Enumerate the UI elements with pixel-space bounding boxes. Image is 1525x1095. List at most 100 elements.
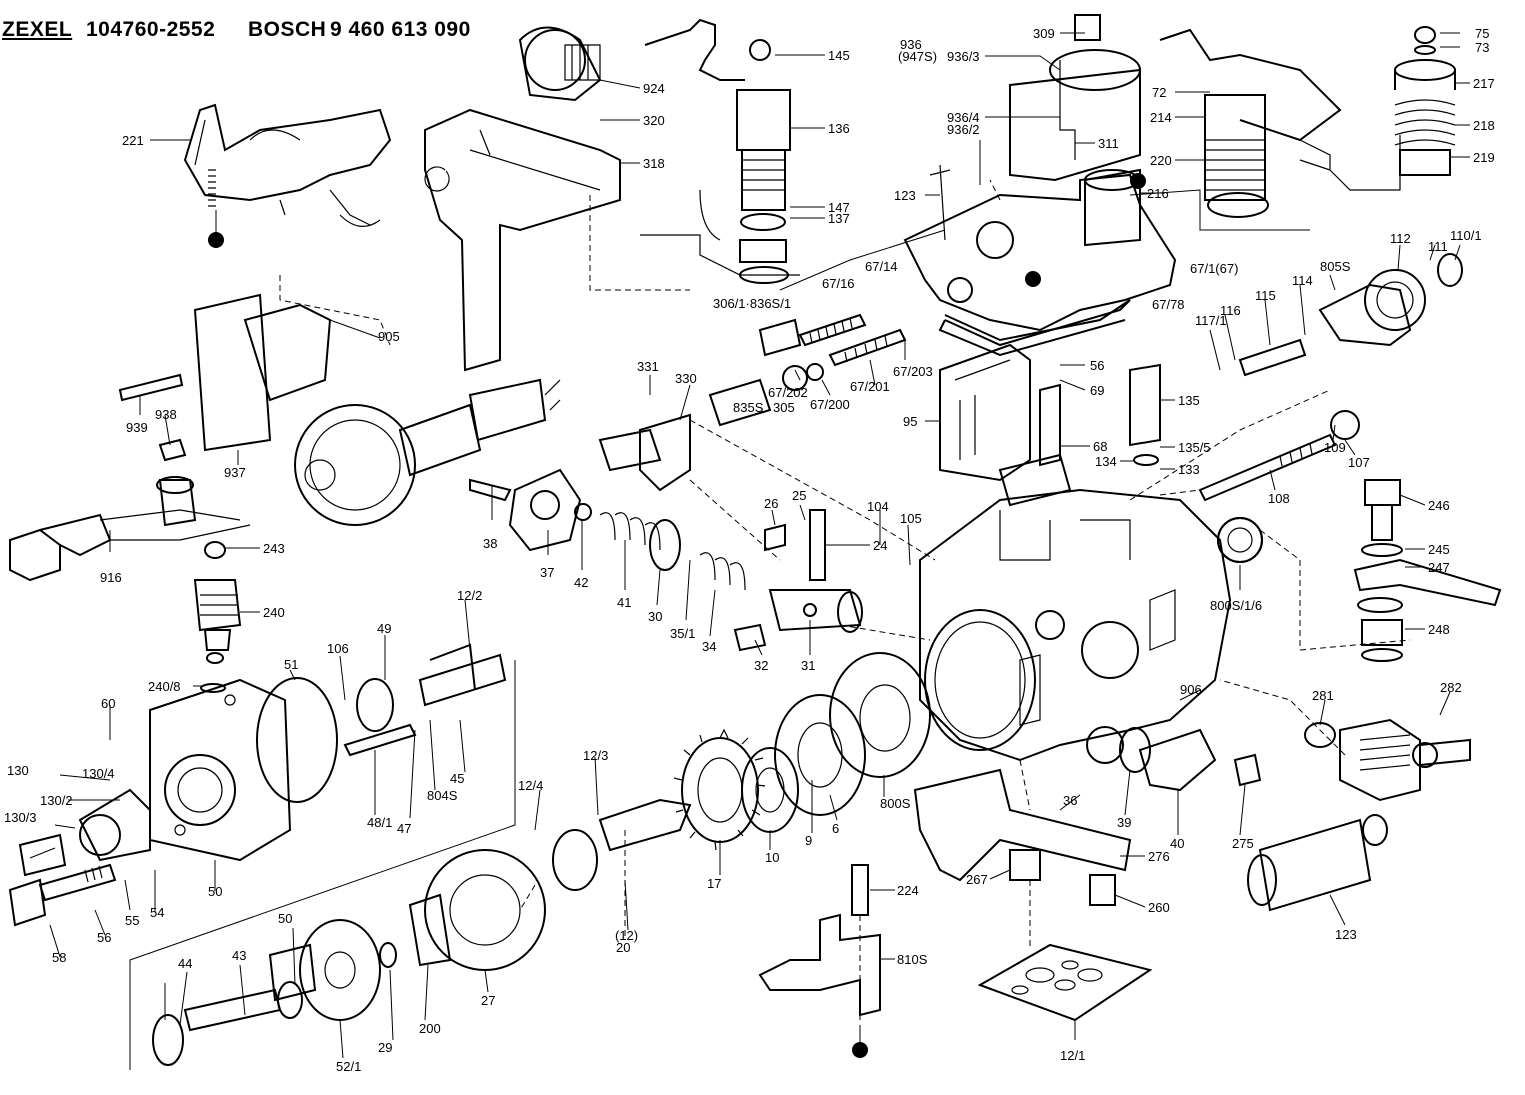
- callout-label: 221: [122, 133, 144, 148]
- callout-label: 44: [178, 956, 192, 971]
- frame-lines: [129, 140, 1310, 1070]
- solenoid-136: [640, 39, 800, 284]
- callout-label: 117/1: [1195, 313, 1227, 328]
- callout-label: 318: [643, 156, 665, 171]
- callout-label: 6: [832, 821, 839, 836]
- callout-label: 936/3: [947, 49, 980, 64]
- callout-label: 49: [377, 621, 391, 636]
- callout-label: 800S: [880, 796, 911, 811]
- hydraulic-head-50: [149, 677, 338, 862]
- bracket-224: [758, 864, 881, 1017]
- callout-label: 48/1: [367, 815, 392, 830]
- spring-column: [1394, 26, 1456, 176]
- marker-dot: [208, 232, 224, 248]
- callout-label: 800S/1/6: [1210, 598, 1262, 613]
- solid-markers: [208, 173, 1146, 1058]
- actuator-905: [118, 293, 561, 526]
- header-brand-zexel: ZEXEL: [2, 18, 73, 41]
- assembly-lines: [279, 179, 1411, 1020]
- callout-label: 267: [966, 872, 988, 887]
- callout-label: 276: [1148, 849, 1170, 864]
- callout-label: 309: [1033, 26, 1055, 41]
- callout-label: 130/4: [82, 766, 115, 781]
- fuel-valve-68: [939, 343, 1161, 507]
- callout-label: 52/1: [336, 1059, 361, 1074]
- callout-label: 12/2: [457, 588, 482, 603]
- roller-cylinder-31: [733, 509, 863, 652]
- callout-label: 214: [1150, 110, 1172, 125]
- callout-label: 67/201: [850, 379, 890, 394]
- callout-label: 804S: [427, 788, 458, 803]
- callout-label: 916: [100, 570, 122, 585]
- callout-label: 17: [707, 876, 721, 891]
- callout-label: 311: [1098, 136, 1119, 151]
- callout-label: 134: [1095, 454, 1117, 469]
- cover-39: [1119, 727, 1262, 792]
- callout-label: (947S): [898, 49, 937, 64]
- callout-label: 810S: [897, 952, 928, 967]
- callout-label: 54: [150, 905, 164, 920]
- callout-label: 51: [284, 657, 298, 672]
- callout-label: 50: [208, 884, 222, 899]
- timer-springs: [469, 413, 746, 591]
- callout-label: 133: [1178, 462, 1200, 477]
- callout-label: 109: [1324, 440, 1346, 455]
- governor-housing-67: [903, 164, 1177, 342]
- callout-label: 260: [1148, 900, 1170, 915]
- callout-label: 69: [1090, 383, 1104, 398]
- callout-label: 247: [1428, 560, 1450, 575]
- callout-label: 330: [675, 371, 697, 386]
- bracket-275: [913, 768, 1132, 906]
- callout-label: 130: [7, 763, 29, 778]
- callout-label: 67/14: [865, 259, 898, 274]
- header-zexel-code: 104760-2552: [86, 18, 216, 41]
- callout-label: 34: [702, 639, 716, 654]
- callout-label: 108: [1268, 491, 1290, 506]
- callout-label: 105: [900, 511, 922, 526]
- callout-label: 216: [1147, 186, 1169, 201]
- callout-label: 41: [617, 595, 631, 610]
- callout-label: 12/1: [1060, 1048, 1085, 1063]
- callout-label: 35/1: [670, 626, 695, 641]
- callout-label: 67/78: [1152, 297, 1185, 312]
- callout-label: 200: [419, 1021, 441, 1036]
- callout-label: 224: [897, 883, 919, 898]
- callout-label: 45: [450, 771, 464, 786]
- gasket-set-810S: [977, 943, 1153, 1022]
- header-bosch-code: 9 460 613 090: [330, 18, 471, 41]
- callout-label: 58: [52, 950, 66, 965]
- callout-label: 106: [327, 641, 349, 656]
- callout-label: 240/8: [148, 679, 181, 694]
- callout-label: 938: [155, 407, 177, 422]
- callout-label: 75: [1475, 26, 1489, 41]
- stop-solenoid-240: [193, 541, 242, 693]
- callout-label: 936/4: [947, 110, 980, 125]
- callout-label: 55: [125, 913, 139, 928]
- callout-label: 27: [481, 993, 495, 1008]
- callout-label: 95: [903, 414, 917, 429]
- callout-label: 114: [1292, 273, 1313, 288]
- callout-label: 32: [754, 658, 768, 673]
- callout-label: 12/4: [518, 778, 543, 793]
- callout-label: 137: [828, 211, 850, 226]
- callout-label: 10: [765, 850, 779, 865]
- callout-label: 37: [540, 565, 554, 580]
- callout-label: 835S: [733, 400, 764, 415]
- callout-label: 43: [232, 948, 246, 963]
- callout-label: 9: [805, 833, 812, 848]
- callout-label: 56: [97, 930, 111, 945]
- callout-label: 67/1(67): [1190, 261, 1238, 276]
- callout-label: 924: [643, 81, 665, 96]
- callout-label: 331: [637, 359, 659, 374]
- header-brand-bosch: BOSCH: [248, 18, 327, 41]
- callout-label: 240: [263, 605, 285, 620]
- callout-label: 937: [224, 465, 246, 480]
- callout-label: 56: [1090, 358, 1104, 373]
- callout-label: 275: [1232, 836, 1254, 851]
- callout-label: 243: [263, 541, 285, 556]
- callout-label: 72: [1152, 85, 1166, 100]
- callout-label: 306/1·836S/1: [713, 296, 791, 311]
- callout-label: 147: [828, 200, 850, 215]
- callout-label: 220: [1150, 153, 1172, 168]
